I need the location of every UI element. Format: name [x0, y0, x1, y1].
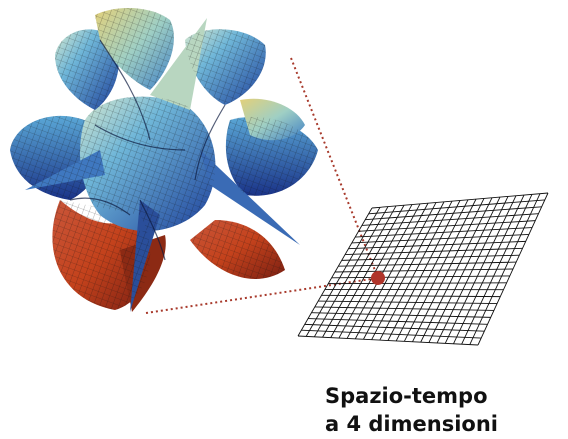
grid-line-vertical: [453, 194, 525, 344]
grid-line-horizontal: [328, 282, 507, 285]
caption: Spazio-tempo a 4 dimensioni: [325, 382, 498, 438]
grid-line-vertical: [477, 192, 549, 346]
grid-line-vertical: [420, 197, 493, 343]
grid-line-horizontal: [314, 306, 494, 311]
grid-line-horizontal: [318, 300, 498, 304]
grid-line-vertical: [436, 196, 509, 344]
grid-line-horizontal: [301, 329, 482, 339]
surface-mesh: [10, 8, 318, 311]
grid-line-vertical: [428, 196, 501, 343]
grid-line-horizontal: [304, 323, 485, 332]
caption-line-1: Spazio-tempo: [325, 384, 488, 408]
spacetime-point-icon: [371, 271, 385, 285]
caption-line-2: a 4 dimensioni: [325, 412, 498, 436]
grid-line-horizontal: [308, 318, 488, 325]
grid-line-horizontal: [297, 335, 479, 346]
grid-line-vertical: [469, 193, 541, 345]
grid-line-horizontal: [311, 312, 491, 318]
grid-line-vertical: [403, 198, 477, 342]
grid-line-vertical: [412, 198, 485, 342]
grid-line-vertical: [395, 199, 469, 342]
calabi-yau-manifold-icon: [10, 8, 318, 312]
surface-spike-right: [200, 150, 300, 245]
grid-line-vertical: [461, 194, 533, 345]
spacetime-grid-icon: [297, 192, 549, 346]
grid-line-horizontal: [334, 268, 514, 273]
grid-line-vertical: [444, 195, 517, 344]
surface-fold-lines: [69, 39, 226, 261]
grid-line-horizontal: [331, 275, 510, 279]
grid-line-horizontal: [321, 294, 501, 298]
